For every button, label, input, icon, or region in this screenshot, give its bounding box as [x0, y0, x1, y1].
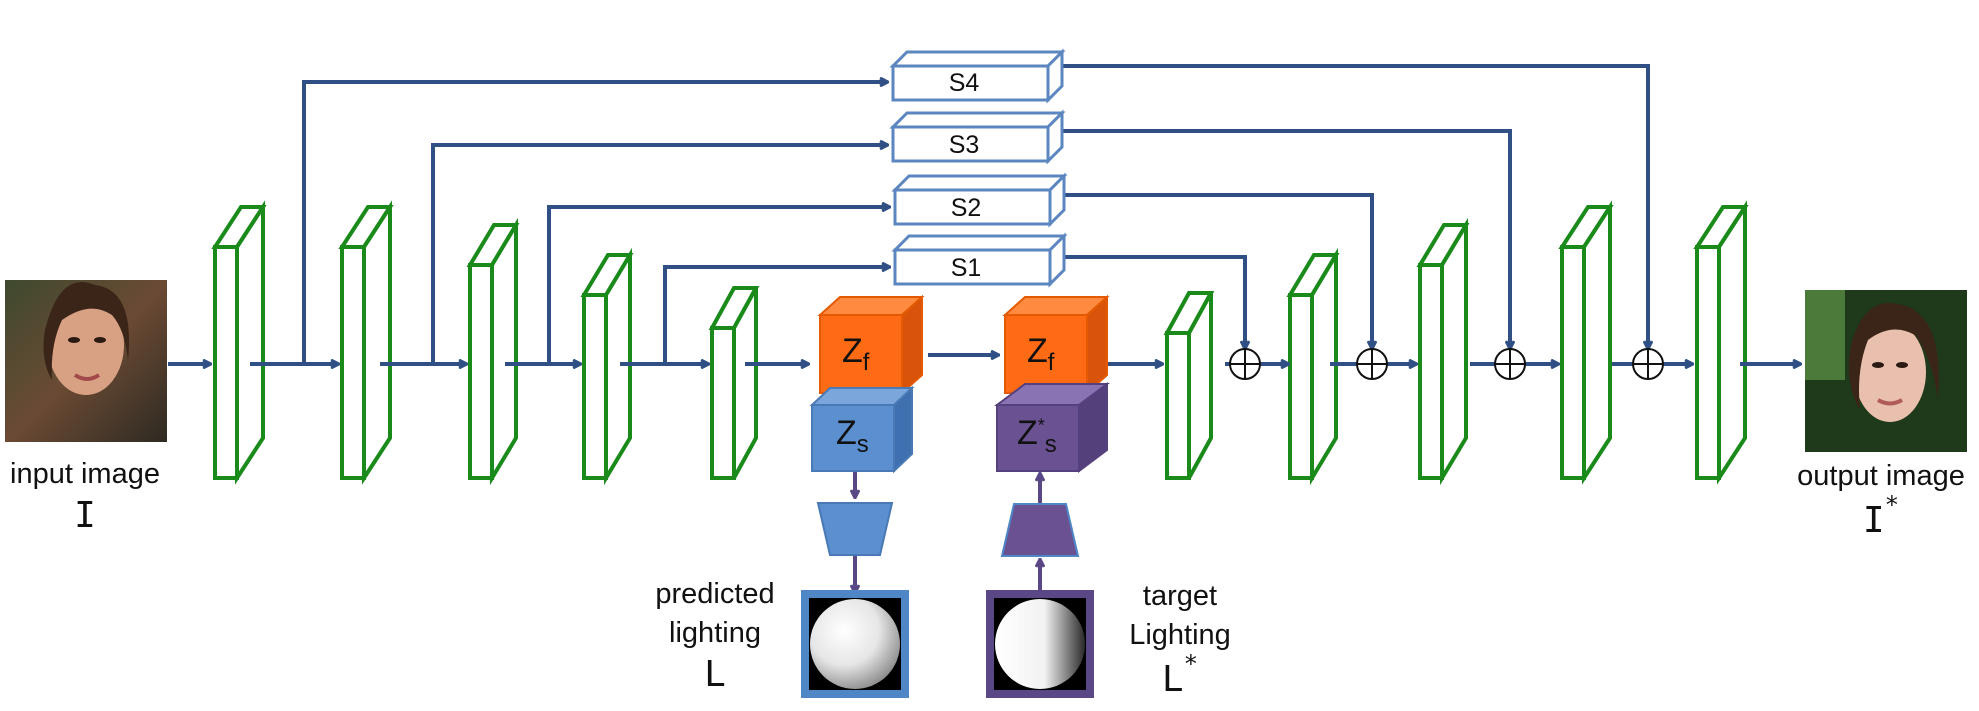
skip-in-arrow-s1	[663, 267, 889, 364]
skip-out-arrow-s3	[1062, 129, 1510, 348]
skip-box-s1	[891, 232, 1068, 288]
output-caption: output image	[1797, 460, 1965, 492]
predicted-symbol: L	[704, 654, 726, 695]
sum-node-4	[1632, 348, 1664, 380]
sum-node-1	[1229, 348, 1261, 380]
zs-right-label: Z*s	[1017, 414, 1057, 458]
input-symbol: I	[74, 495, 96, 536]
skip-boxes	[889, 48, 1068, 288]
zf-left-cube	[817, 294, 925, 396]
input-caption: input image	[10, 458, 160, 490]
skip-label-s3: S3	[948, 131, 980, 159]
output-image	[1805, 290, 1967, 452]
skip-box-s3	[889, 109, 1066, 165]
skip-in-arrow-s4	[302, 82, 887, 364]
skip-box-s2	[891, 172, 1068, 228]
target-caption-line1: target	[1142, 580, 1218, 612]
predicted-caption-line2: lighting	[669, 617, 761, 649]
output-symbol: I*	[1862, 491, 1900, 541]
zf-right-cube	[1002, 294, 1110, 396]
skip-out-arrow-s4	[1062, 64, 1648, 348]
target-caption-line2: Lighting	[1129, 619, 1231, 651]
skip-label-s2: S2	[950, 194, 982, 222]
target-symbol: L*	[1161, 650, 1199, 700]
zf-left-label: Zf	[842, 332, 870, 376]
zs-left-label: Zs	[836, 414, 869, 458]
skip-in-arrow-s2	[547, 207, 889, 364]
zs-left-cube	[809, 385, 915, 474]
skip-connection-arrows	[302, 64, 1648, 364]
skip-out-arrow-s1	[1064, 255, 1245, 348]
predicted-caption-line1: predicted	[655, 578, 775, 610]
layer-9	[1558, 200, 1614, 485]
skip-label-s1: S1	[950, 254, 982, 282]
layer-5	[708, 286, 760, 480]
input-image	[5, 280, 167, 442]
layer-3	[466, 217, 520, 486]
zf-right-label: Zf	[1027, 332, 1055, 376]
skip-label-s4: S4	[948, 69, 980, 97]
zs-right-cube	[994, 382, 1110, 473]
skip-box-s4	[889, 48, 1066, 104]
sum-node-2	[1356, 348, 1388, 380]
skip-out-arrow-s2	[1064, 193, 1372, 348]
predicted-lighting-branch	[801, 472, 909, 698]
skip-in-arrow-s3	[431, 145, 887, 364]
layer-6	[1163, 291, 1215, 480]
sum-node-3	[1494, 348, 1526, 380]
layer-2	[338, 200, 394, 485]
layer-10	[1693, 200, 1749, 485]
layer-4	[580, 247, 634, 486]
layer-7	[1286, 247, 1340, 486]
sum-nodes	[1229, 348, 1664, 380]
target-lighting-branch	[986, 474, 1094, 698]
layer-1	[211, 200, 267, 485]
network-layers	[211, 200, 1749, 486]
layer-8	[1416, 217, 1470, 486]
